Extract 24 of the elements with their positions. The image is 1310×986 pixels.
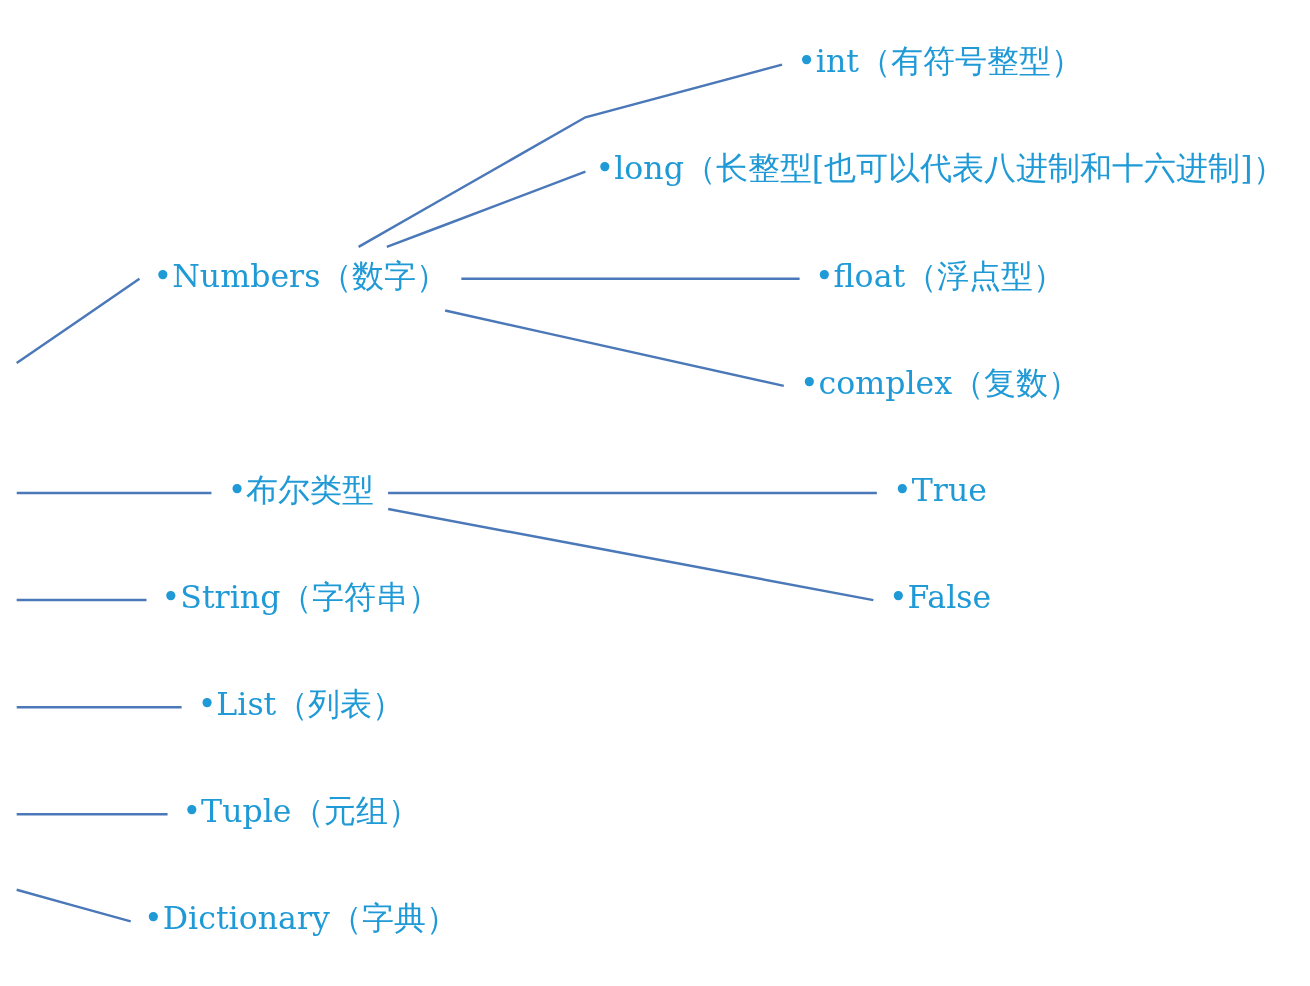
node-text: •long（长整型[也可以代表八进制和十六进制]） bbox=[595, 150, 1285, 187]
connector bbox=[387, 507, 874, 602]
connector bbox=[15, 277, 141, 365]
node-text: •float（浮点型） bbox=[814, 257, 1066, 294]
node-text: •Tuple（元组） bbox=[182, 793, 420, 830]
connector bbox=[16, 813, 168, 816]
node-text: •Dictionary（字典） bbox=[144, 900, 458, 937]
node-text: •Numbers（数字） bbox=[153, 257, 449, 294]
connector bbox=[358, 63, 783, 248]
node-text: •int（有符号整型） bbox=[797, 43, 1083, 80]
node-text: •False bbox=[888, 578, 992, 615]
connector bbox=[16, 705, 182, 709]
connector bbox=[388, 491, 877, 495]
node-text: •complex（复数） bbox=[799, 364, 1081, 401]
connector bbox=[444, 309, 785, 388]
node-text: •List（列表） bbox=[197, 685, 405, 722]
connector bbox=[386, 170, 586, 249]
connector bbox=[16, 598, 147, 602]
node-text: •String（字符串） bbox=[161, 578, 441, 615]
connector bbox=[16, 491, 212, 495]
node-text: •布尔类型 bbox=[227, 471, 375, 508]
connector bbox=[461, 277, 800, 281]
connector bbox=[16, 888, 132, 923]
node-text: •True bbox=[893, 471, 987, 508]
